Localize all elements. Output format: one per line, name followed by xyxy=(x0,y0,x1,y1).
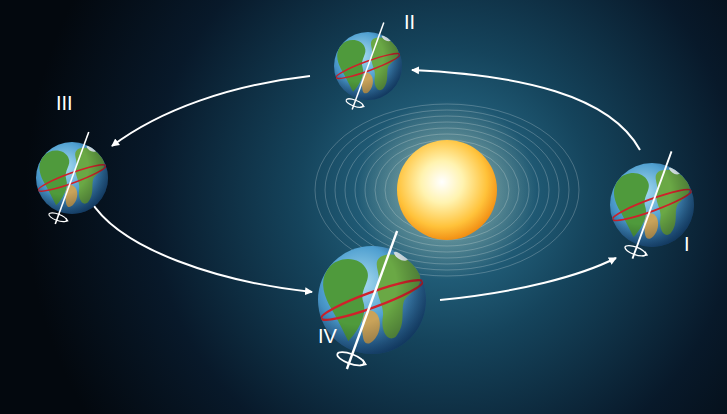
position-label: I xyxy=(684,234,690,254)
position-label: II xyxy=(404,12,415,32)
sun xyxy=(397,140,497,240)
position-label: III xyxy=(56,93,73,113)
earth-position-2 xyxy=(334,20,402,113)
earth-position-3 xyxy=(36,129,108,228)
earth-position-4 xyxy=(318,226,426,374)
position-label: IV xyxy=(318,326,337,346)
earth-position-1 xyxy=(610,148,694,263)
